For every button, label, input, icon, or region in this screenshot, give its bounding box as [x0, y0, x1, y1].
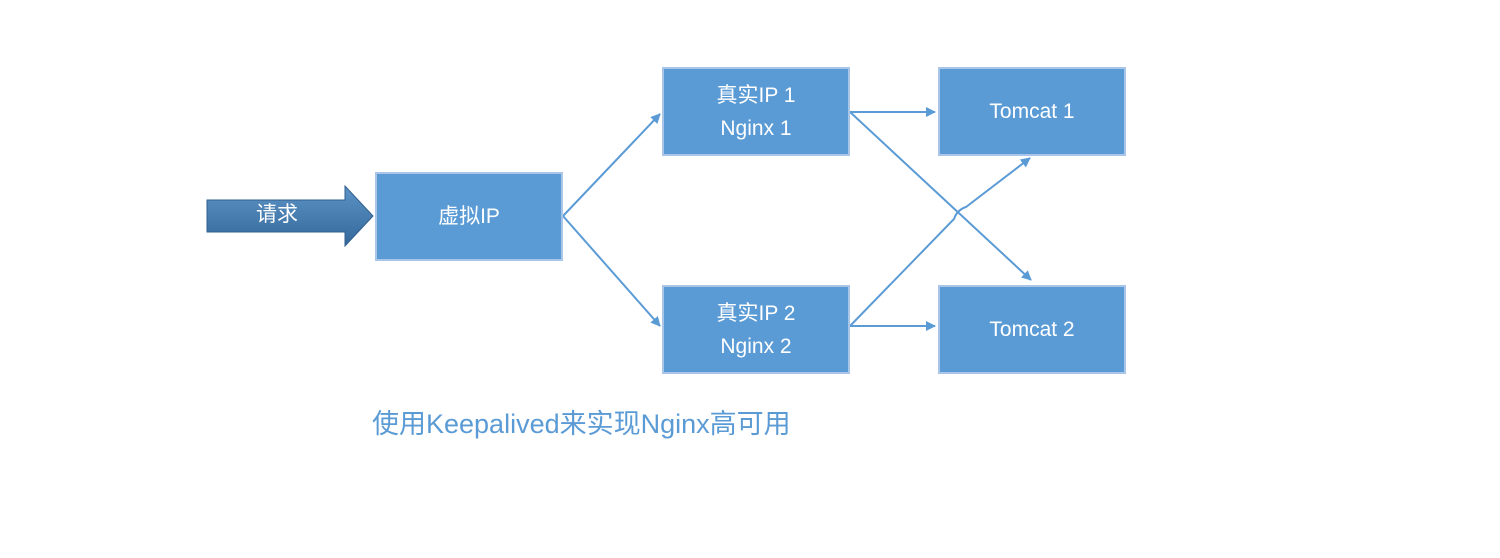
nginx-2-label: Nginx 2 [720, 334, 792, 358]
tomcat-1-label: Tomcat 1 [989, 100, 1075, 123]
nginx-1-label: Nginx 1 [720, 116, 792, 140]
edge-ip2-to-tomcat1 [849, 157, 1031, 327]
edge-ip1-to-tomcat2 [849, 111, 1032, 281]
request-label: 请求 [256, 203, 298, 226]
tomcat-2-node: Tomcat 2 [938, 285, 1126, 374]
tomcat-2-label: Tomcat 2 [989, 318, 1075, 341]
virtual-ip-label: 虚拟IP [438, 205, 500, 228]
request-arrow [206, 184, 374, 248]
diagram-caption: 使用Keepalived来实现Nginx高可用 [372, 409, 791, 439]
edge-vip-to-ip2 [562, 215, 661, 327]
real-ip-1-node: 真实IP 1 Nginx 1 [662, 67, 850, 156]
real-ip-1-label: 真实IP 1 [716, 83, 796, 107]
real-ip-2-node: 真实IP 2 Nginx 2 [662, 285, 850, 374]
tomcat-1-node: Tomcat 1 [938, 67, 1126, 156]
virtual-ip-node: 虚拟IP [375, 172, 563, 261]
real-ip-2-label: 真实IP 2 [716, 301, 796, 325]
edge-vip-to-ip1 [562, 113, 661, 217]
